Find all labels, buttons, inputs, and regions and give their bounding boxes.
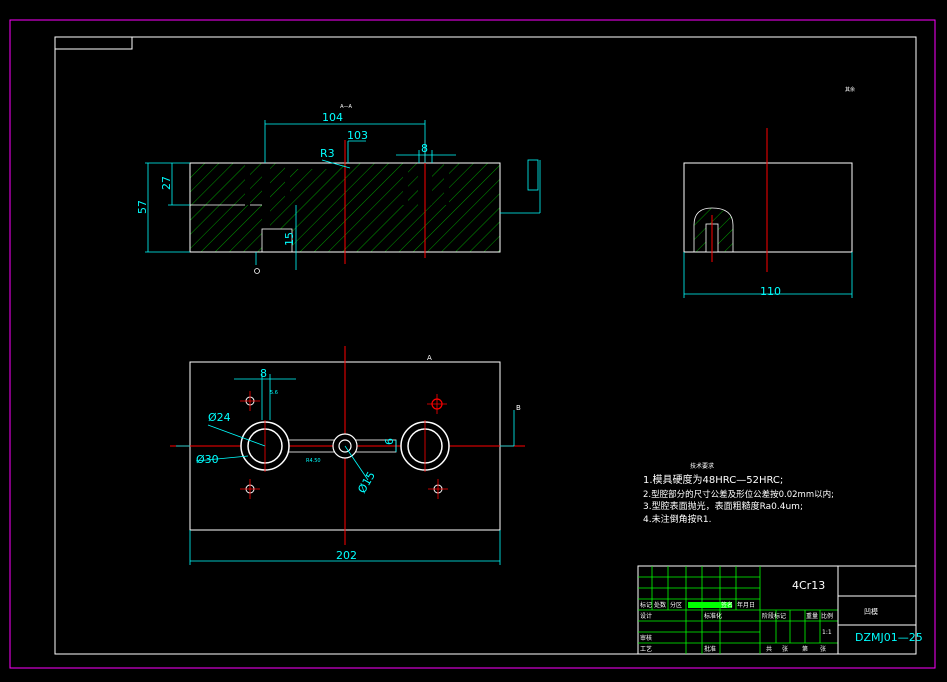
tb-no: 第 <box>802 645 808 653</box>
tb-scale: 1:1 <box>822 629 832 636</box>
tolerance-frame <box>527 159 539 191</box>
dim-r-note: R4.50 <box>306 458 321 464</box>
tb-count: 处数 <box>654 601 666 609</box>
side-outline <box>683 162 853 253</box>
dim-dia-15: Ø15 <box>355 469 378 495</box>
tb-design: 设计 <box>640 612 652 620</box>
dim-8-plan: 8 <box>260 367 267 380</box>
tb-sheet2: 张 <box>820 645 826 653</box>
tb-date: 年月日 <box>737 601 755 609</box>
plan-mark: A <box>427 354 432 362</box>
corner-tag-box <box>54 36 133 50</box>
tb-drawing-no: DZMJ01—25 <box>855 631 923 644</box>
tb-sign: 签名 <box>721 601 733 609</box>
slot <box>285 163 290 205</box>
drawing-frame <box>54 36 917 655</box>
small-note: 5.6 <box>270 390 278 396</box>
roughness-note: 其余 <box>845 86 855 93</box>
dim-6: 6 <box>383 438 396 445</box>
dim-103: 103 <box>347 129 368 142</box>
tb-sheet: 张 <box>782 645 788 653</box>
tb-craft: 工艺 <box>640 645 652 653</box>
tb-stage: 阶段标记 <box>762 612 786 620</box>
tech-item-3: 3.型腔表面抛光，表面粗糙度Ra0.4um; <box>643 500 803 512</box>
dim-27: 27 <box>160 176 173 190</box>
section-mark-label: A—A <box>340 104 352 110</box>
tb-total: 共 <box>766 645 772 653</box>
dim-8-top: 8 <box>421 142 428 155</box>
tb-material: 4Cr13 <box>792 579 825 592</box>
tb-approve: 批准 <box>704 645 716 653</box>
slot <box>262 163 270 252</box>
tb-mark: 标记 <box>640 601 652 609</box>
plan-view: A <box>170 346 525 565</box>
dim-dia-24: Ø24 <box>208 411 231 424</box>
tech-item-2: 2.型腔部分的尺寸公差及形位公差按0.02mm以内; <box>643 489 834 500</box>
side-view: 其余 110 <box>683 86 855 298</box>
datum-mark <box>254 268 260 274</box>
tb-ratio: 比例 <box>821 612 833 620</box>
slot <box>245 163 250 205</box>
tb-standardize: 标准化 <box>704 612 722 620</box>
dim-110: 110 <box>760 285 781 298</box>
sheet-border <box>9 19 936 669</box>
tech-requirements: 技术要求 1.模具硬度为48HRC—52HRC; 2.型腔部分的尺寸公差及形位公… <box>643 462 834 525</box>
dim-202: 202 <box>336 549 357 562</box>
dim-r3: R3 <box>320 147 335 160</box>
dim-104: 104 <box>322 111 343 124</box>
slot <box>403 163 408 205</box>
title-highlight-bar <box>688 602 732 608</box>
dim-dia-30: Ø30 <box>196 453 219 466</box>
dim-15: 15 <box>283 232 296 246</box>
runner <box>290 163 340 169</box>
title-block: 标记 处数 分区 签名 年月日 设计 标准化 阶段标记 重量 比例 审核 工艺 … <box>637 565 923 655</box>
tb-part-name: 凹模 <box>864 607 878 616</box>
tech-item-1: 1.模具硬度为48HRC—52HRC; <box>643 473 783 486</box>
slot <box>444 163 449 205</box>
section-view: A—A <box>136 104 541 274</box>
tb-weight: 重量 <box>806 612 818 620</box>
tb-zone: 分区 <box>670 601 682 609</box>
tech-item-4: 4.未注倒角按R1. <box>643 513 711 525</box>
side-view-mark: B <box>516 404 521 412</box>
tb-review: 审核 <box>640 634 652 642</box>
dim-57: 57 <box>136 200 149 214</box>
tech-title: 技术要求 <box>690 462 714 470</box>
sprue-inner <box>338 439 352 453</box>
